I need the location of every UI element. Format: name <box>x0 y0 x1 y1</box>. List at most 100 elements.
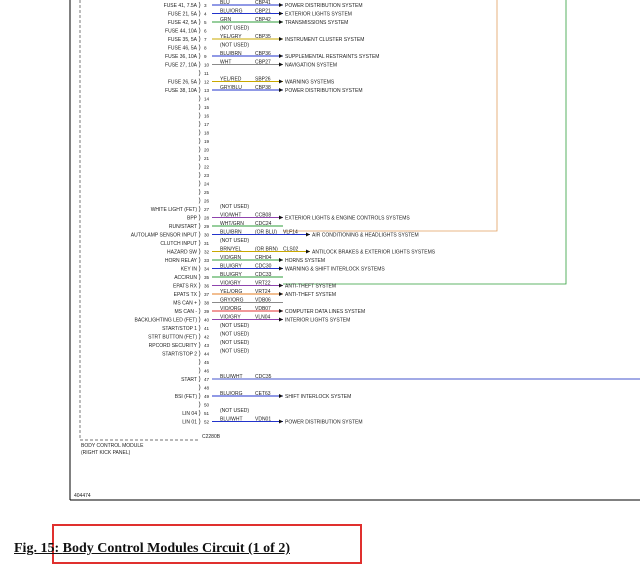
destination-system-label: SUPPLEMENTAL RESTRAINTS SYSTEM <box>285 54 379 60</box>
pin-bracket <box>198 10 201 17</box>
pin-number: 33 <box>204 258 210 263</box>
arrow-icon <box>279 419 283 424</box>
wire-color-label: YEL/RED <box>220 77 242 83</box>
pin-bracket <box>198 1 201 9</box>
circuit-id: CBP42 <box>255 17 271 23</box>
circuit-id: CET63 <box>255 391 271 397</box>
arrow-icon <box>279 3 283 7</box>
pin-number: 10 <box>204 62 210 67</box>
pin-number: 21 <box>204 156 210 161</box>
arrow-icon <box>279 20 283 24</box>
pin-bracket <box>198 282 201 289</box>
pin-bracket <box>198 358 201 366</box>
circuit-id-secondary: CLS02 <box>283 247 299 253</box>
pin-bracket <box>198 52 201 60</box>
circuit-id: VLN04 <box>255 315 271 321</box>
pin-bracket <box>198 95 201 102</box>
pin-bracket <box>198 146 201 153</box>
destination-system-label: EXTERIOR LIGHTS SYSTEM <box>285 11 352 17</box>
pin-number: 25 <box>204 190 210 195</box>
wire-color-label: BLU/WHT <box>220 417 243 423</box>
connector-id: C2280B <box>202 434 221 440</box>
pin-function-label: KEY IN <box>181 266 198 272</box>
circuit-id: VDB07 <box>255 306 271 312</box>
pin-function-label: HORN RELAY <box>165 258 198 264</box>
arrow-icon <box>279 54 283 58</box>
pin-function-label: START <box>181 377 197 383</box>
pin-row-25: 25 <box>198 188 210 196</box>
return-line-orange <box>283 0 498 232</box>
pin-number: 30 <box>204 232 210 237</box>
pin-number: 27 <box>204 207 210 212</box>
pin-function-label: FUSE 44, 10A <box>165 28 198 34</box>
pin-function-label: FUSE 42, 5A <box>168 20 198 26</box>
destination-system-label: COMPUTER DATA LINES SYSTEM <box>285 309 365 315</box>
wire-color-label: (NOT USED) <box>220 43 249 49</box>
pin-function-label: EPATS TX <box>174 292 198 298</box>
wire-color-label: (NOT USED) <box>220 349 249 355</box>
destination-system-label: POWER DISTRIBUTION SYSTEM <box>285 3 363 9</box>
pin-number: 28 <box>204 215 210 220</box>
pin-bracket <box>198 316 201 323</box>
pin-bracket <box>198 307 201 315</box>
pin-bracket <box>198 112 201 119</box>
destination-system-label: ANTI-THEFT SYSTEM <box>285 292 336 298</box>
pin-bracket <box>198 231 201 238</box>
wire-color-label: BLU/GRY <box>220 272 243 278</box>
circuit-id: CBP41 <box>255 0 271 6</box>
pin-function-label: FUSE 41, 7.5A <box>164 3 198 9</box>
pin-bracket <box>198 248 201 255</box>
circuit-id: VRT22 <box>255 281 271 287</box>
pin-bracket <box>198 341 201 349</box>
pin-bracket <box>198 384 201 391</box>
pin-bracket <box>198 290 201 298</box>
pin-function-label: MS CAN - <box>175 309 198 315</box>
destination-system-label: EXTERIOR LIGHTS & ENGINE CONTROLS SYSTEM… <box>285 215 410 221</box>
circuit-id: CDC33 <box>255 272 272 278</box>
pin-bracket <box>198 35 201 43</box>
circuit-id-secondary: VLF14 <box>283 230 298 236</box>
pin-number: 31 <box>204 241 210 246</box>
wire-color-label: YEL/GRY <box>220 34 242 40</box>
pin-bracket <box>198 409 201 417</box>
pin-bracket <box>198 401 201 408</box>
pin-function-label: LIN 04 <box>182 411 197 417</box>
pin-function-label: BSI (FET) <box>175 394 198 400</box>
pin-row-18: 18 <box>198 129 210 136</box>
pin-function-label: FUSE 46, 5A <box>168 45 198 51</box>
circuit-id: (OR BLU) <box>255 230 277 236</box>
arrow-icon <box>279 62 283 67</box>
circuit-id: CDC30 <box>255 264 272 270</box>
destination-system-label: NAVIGATION SYSTEM <box>285 62 337 68</box>
circuit-id: CDC35 <box>255 374 272 380</box>
pin-number: 4 <box>204 11 207 16</box>
pin-row-11: 11 <box>198 69 209 77</box>
destination-system-label: WARNING & SHIFT INTERLOCK SYSTEMS <box>285 266 385 272</box>
pin-number: 32 <box>204 249 210 254</box>
wire-color-label: GRY/BLU <box>220 85 242 91</box>
destination-system-label: ANTI-THEFT SYSTEM <box>285 283 336 289</box>
wire-color-label: (NOT USED) <box>220 340 249 346</box>
pin-number: 23 <box>204 173 210 178</box>
pin-number: 15 <box>204 105 210 110</box>
arrow-icon <box>279 79 283 84</box>
pin-number: 12 <box>204 79 210 84</box>
pin-function-label: RUN/START <box>169 224 197 230</box>
pin-bracket <box>198 222 201 230</box>
destination-system-label: POWER DISTRIBUTION SYSTEM <box>285 419 363 425</box>
pin-row-15: 15 <box>198 103 210 111</box>
pin-function-label: START/STOP 1 <box>162 326 197 332</box>
arrow-icon <box>279 292 283 296</box>
wire-color-label: YEL/ORG <box>220 289 242 295</box>
